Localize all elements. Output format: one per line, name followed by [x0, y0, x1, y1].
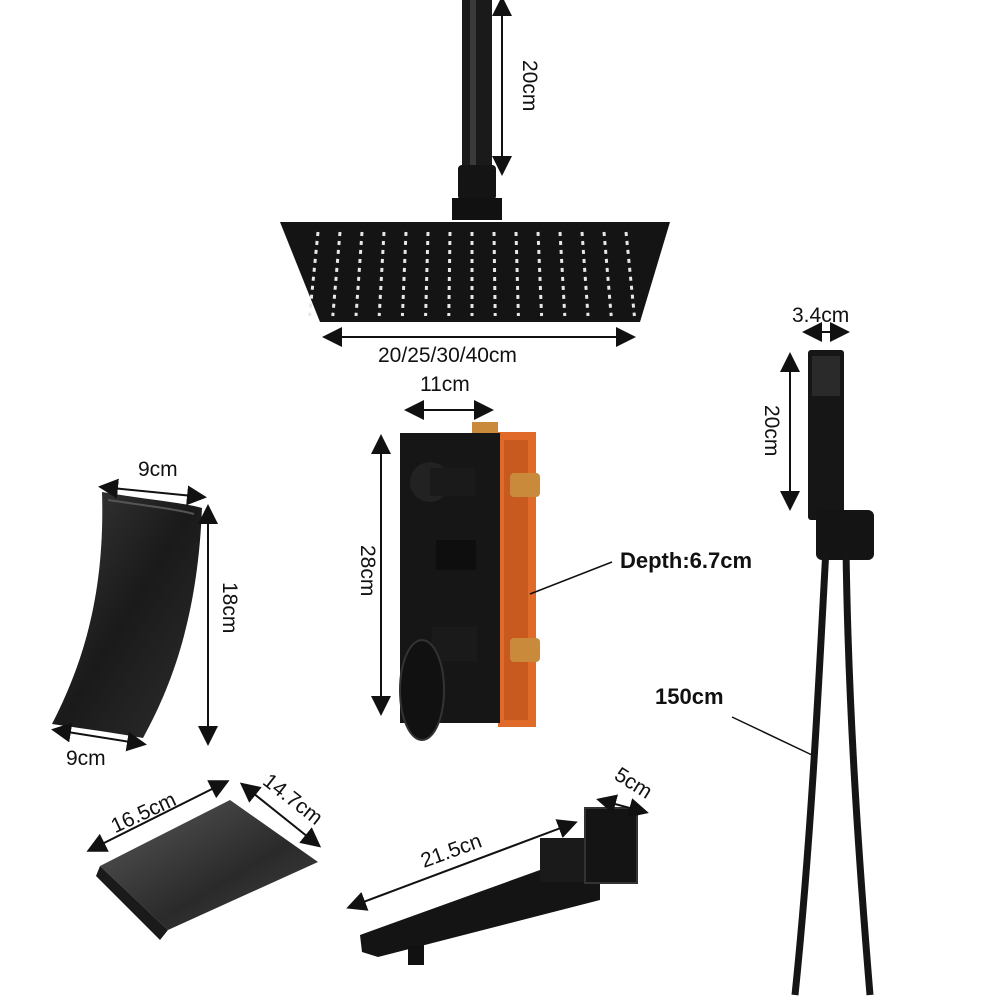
spout-base-arrow: [596, 794, 649, 818]
depth-leader-line: [529, 561, 613, 595]
hose-leader-line: [731, 716, 813, 756]
waterfall-height-label: 18cm: [218, 582, 241, 634]
tray-width-arrow: [239, 782, 322, 848]
spout-length-arrow: [346, 819, 578, 911]
tub-spout: [360, 807, 638, 965]
waterfall-spout: [52, 492, 202, 738]
tray-length-arrow: [86, 780, 230, 852]
waterfall-bottom-arrow: [51, 722, 147, 752]
handheld-shower: [791, 350, 874, 996]
hose-length-label: 150cm: [655, 684, 724, 709]
waterfall-top-label: 9cm: [138, 458, 178, 481]
rain-shower-head: [280, 222, 670, 322]
mixing-valve: [399, 422, 540, 741]
valve-depth-label: Depth:6.7cm: [620, 548, 753, 573]
waterfall-bottom-label: 9cm: [66, 747, 106, 770]
valve-width-label: 11cm: [420, 373, 470, 396]
valve-height-label: 28cm: [356, 545, 379, 597]
handheld-length-label: 20cm: [760, 405, 783, 457]
arm-length-label: 20cm: [518, 60, 541, 112]
head-width-label: 20/25/30/40cm: [378, 344, 517, 367]
waterfall-top-arrow: [98, 478, 207, 506]
handheld-width-label: 3.4cm: [792, 304, 850, 327]
ceiling-arm: [452, 0, 502, 220]
